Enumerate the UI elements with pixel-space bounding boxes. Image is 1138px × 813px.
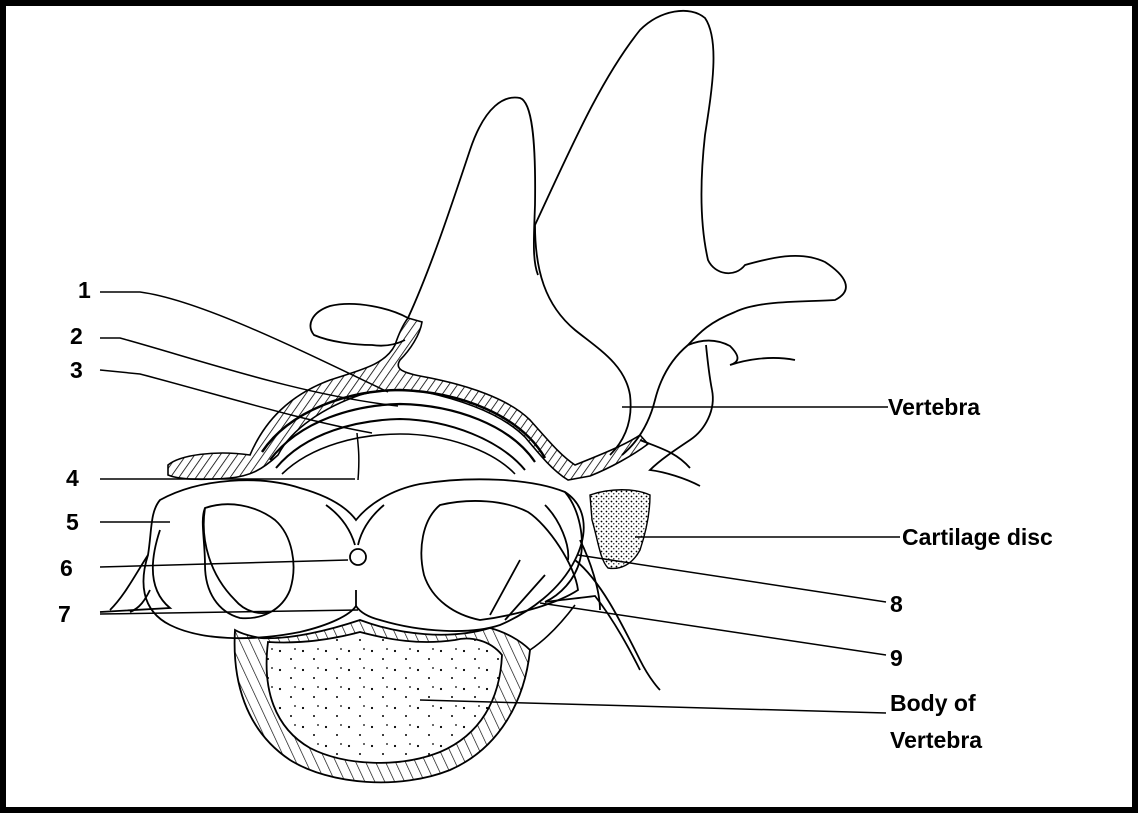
label-2: 2 (70, 323, 83, 349)
label-vertebra: Vertebra (888, 394, 980, 420)
cartilage-disc-shape (590, 490, 650, 569)
label-5: 5 (66, 509, 79, 535)
label-4: 4 (66, 465, 79, 491)
label-7: 7 (58, 601, 71, 627)
label-6: 6 (60, 555, 73, 581)
label-body-of-vertebra-2: Vertebra (890, 727, 982, 753)
label-1: 1 (78, 277, 91, 303)
labels: 1 2 3 4 5 6 7 8 9 Vertebra Cartilage dis… (58, 277, 1053, 753)
label-3: 3 (70, 357, 83, 383)
lamina-hatched (168, 318, 648, 480)
central-canal (350, 549, 366, 565)
label-body-of-vertebra-1: Body of (890, 690, 976, 716)
body-of-vertebra (235, 605, 575, 782)
label-8: 8 (890, 591, 903, 617)
label-9: 9 (890, 645, 903, 671)
label-cartilage-disc: Cartilage disc (902, 524, 1053, 550)
vertebra-arch (311, 11, 846, 486)
